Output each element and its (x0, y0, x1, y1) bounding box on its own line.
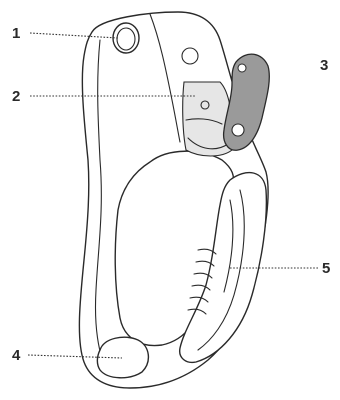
cam-lever (224, 54, 270, 150)
callout-1: 1 (12, 25, 20, 42)
cam-housing (183, 82, 232, 156)
callout-3: 3 (320, 57, 328, 74)
callout-4: 4 (12, 347, 21, 364)
callout-2: 2 (12, 88, 20, 105)
device-body (79, 12, 269, 388)
callout-5: 5 (322, 260, 330, 277)
